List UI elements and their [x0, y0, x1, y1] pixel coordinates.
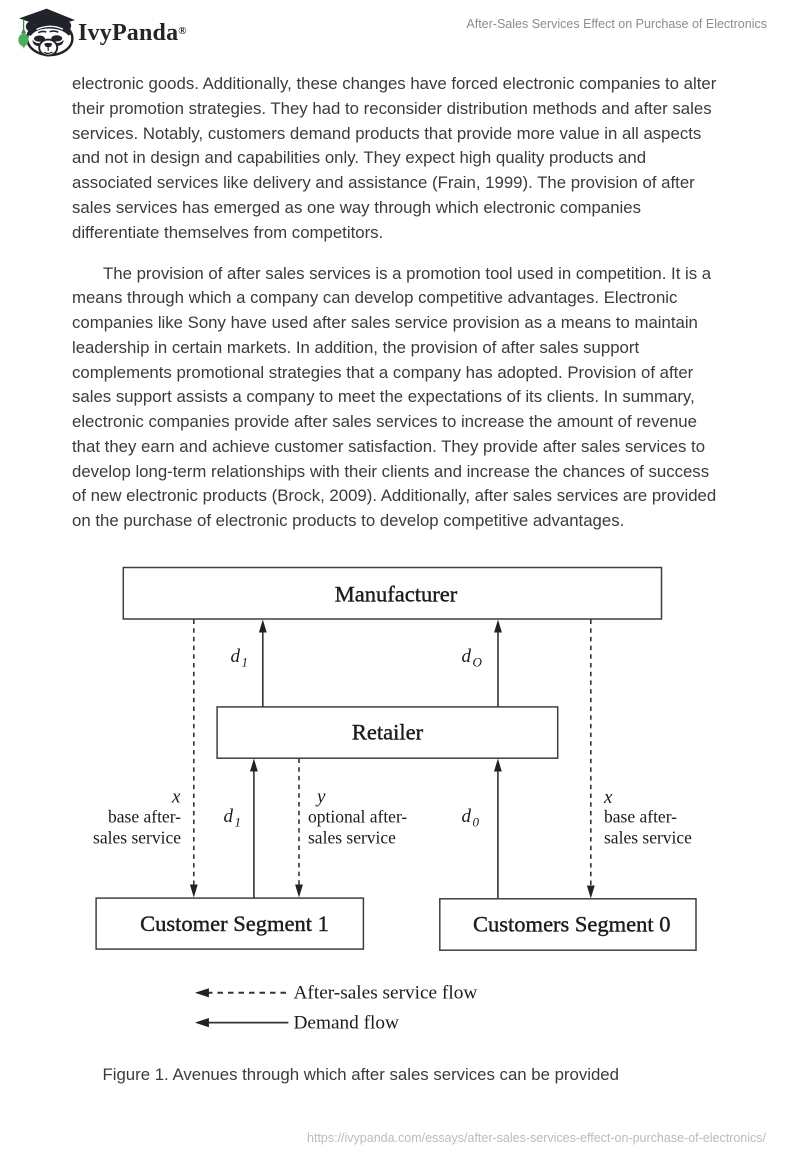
svg-text:y: y [315, 787, 326, 808]
svg-text:Manufacturer: Manufacturer [335, 582, 458, 607]
svg-text:Retailer: Retailer [352, 720, 424, 745]
svg-text:sales service: sales service [308, 828, 396, 848]
svg-text:O: O [473, 655, 483, 670]
svg-text:x: x [603, 787, 613, 808]
svg-text:Demand flow: Demand flow [294, 1013, 400, 1034]
svg-text:d: d [462, 806, 472, 827]
svg-text:d: d [224, 806, 234, 827]
svg-text:Customer Segment 1: Customer Segment 1 [140, 911, 329, 936]
svg-text:1: 1 [235, 815, 242, 830]
svg-text:After-sales service flow: After-sales service flow [294, 982, 478, 1003]
svg-text:d: d [462, 646, 472, 667]
svg-text:d: d [231, 646, 241, 667]
svg-text:Customers Segment 0: Customers Segment 0 [473, 912, 671, 937]
svg-text:sales service: sales service [604, 828, 692, 848]
svg-text:0: 0 [473, 815, 480, 830]
svg-text:base after-: base after- [604, 807, 677, 827]
svg-text:sales service: sales service [93, 828, 181, 848]
svg-text:x: x [171, 787, 181, 808]
svg-text:base after-: base after- [108, 807, 181, 827]
svg-text:1: 1 [242, 655, 249, 670]
svg-text:optional after-: optional after- [308, 807, 407, 827]
